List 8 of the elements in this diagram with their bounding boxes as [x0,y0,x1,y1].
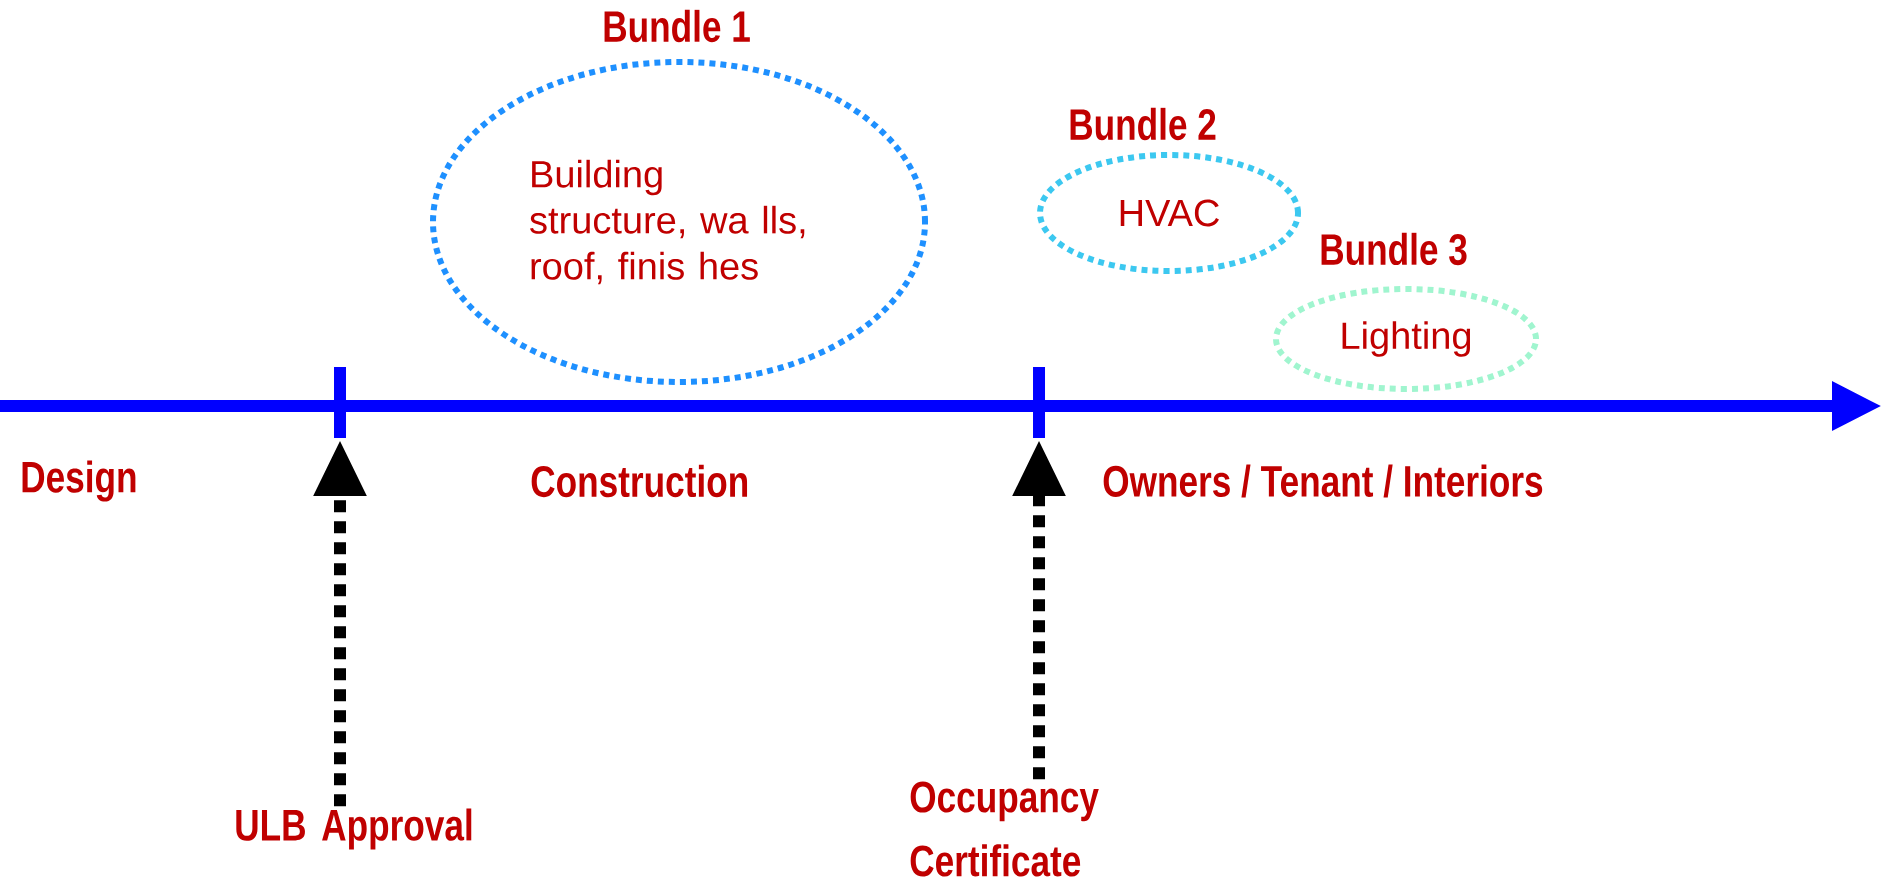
milestone-label: Occupancy Certificate [910,781,1099,877]
phase-label: Construction [531,464,748,498]
bundle-heading: Bundle 1 [604,9,750,43]
phase-label: Design [22,460,136,502]
bundle-heading: Bundle 3 [1321,232,1467,266]
bundle-heading: Bundle 2 [1070,107,1216,141]
milestone-label: ULB Approval [236,808,472,850]
phase-label: Owners / Tenant / Interiors [1103,464,1543,498]
